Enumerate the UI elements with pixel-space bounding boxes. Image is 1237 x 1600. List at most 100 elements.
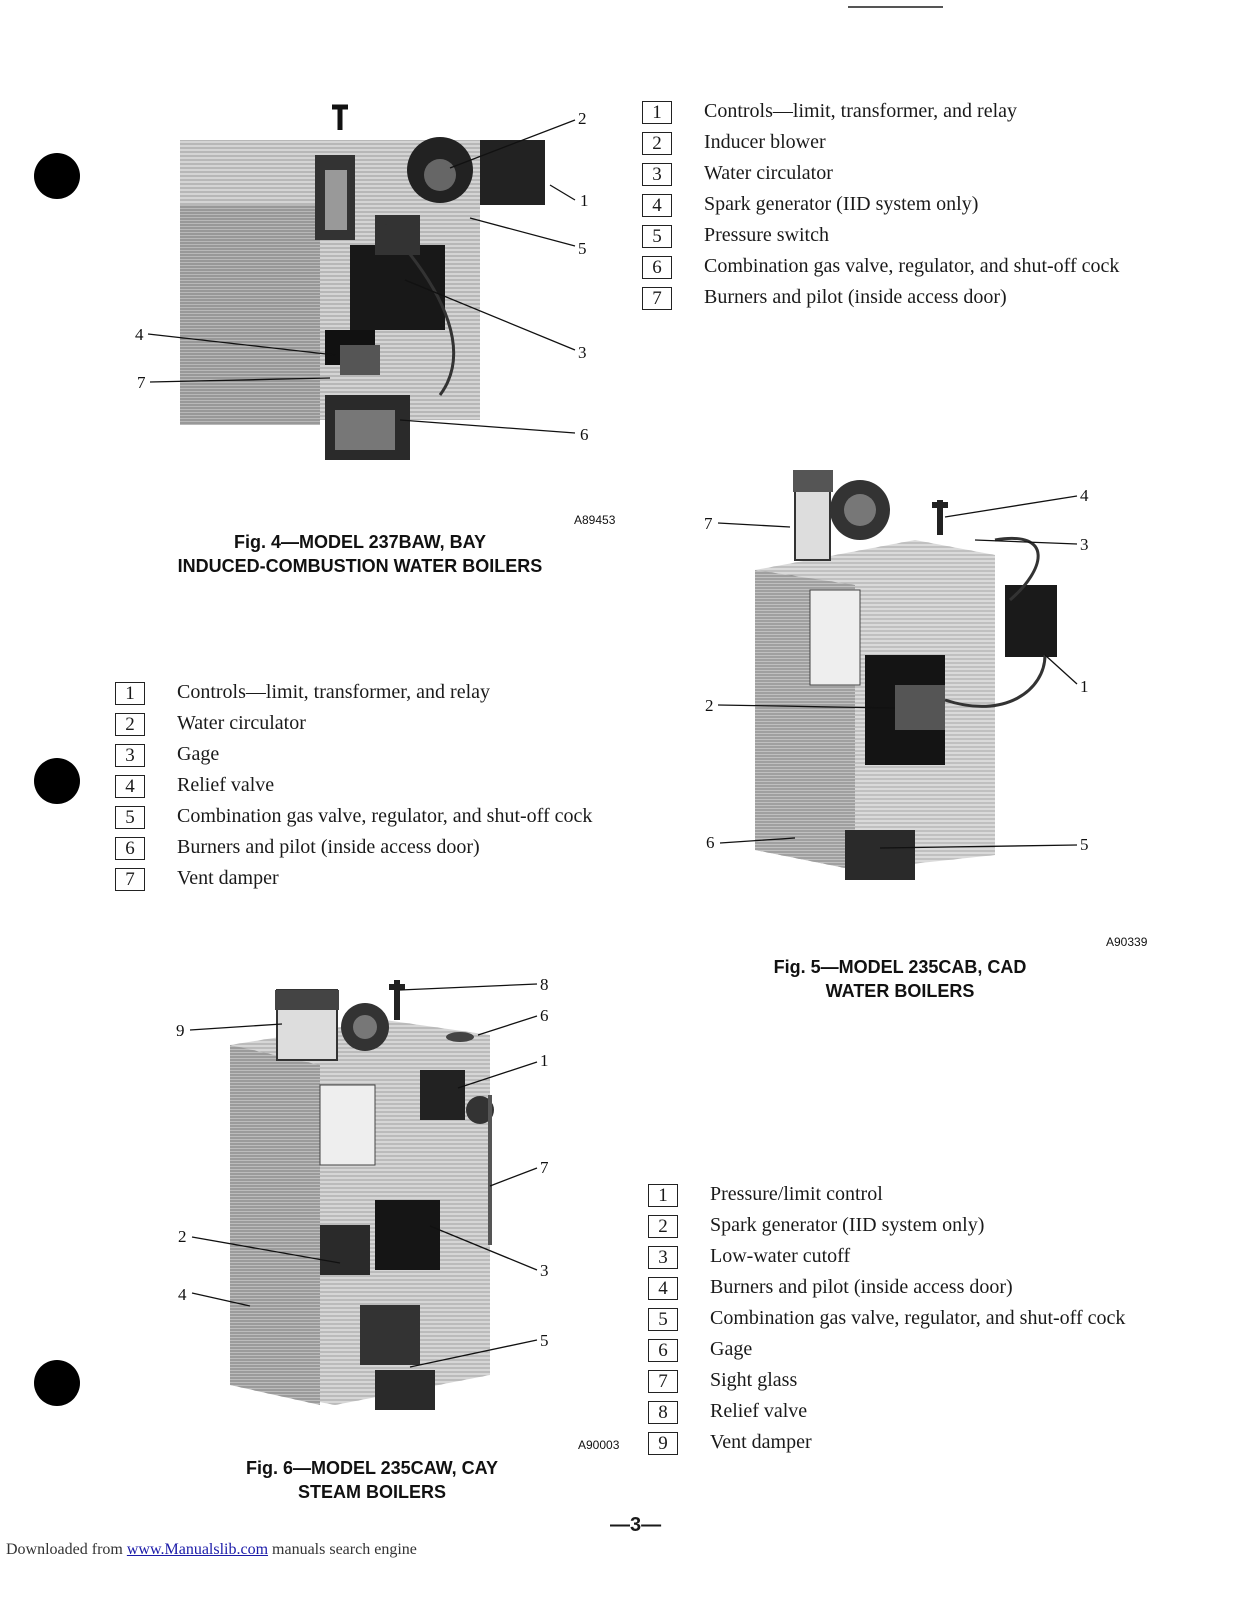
legend-text: Burners and pilot (inside access door) [710, 1276, 1013, 1298]
fig6-callout: 9 [176, 1021, 185, 1040]
fig6-callout: 6 [540, 1006, 549, 1025]
legend-number: 3 [115, 744, 145, 767]
legend-text: Water circulator [177, 712, 306, 734]
fig6-caption-line1: Fig. 6—MODEL 235CAW, CAY [245, 1458, 499, 1478]
fig6-caption: Fig. 6—MODEL 235CAW, CAY STEAM BOILERS [172, 1456, 572, 1504]
fig6-callout: 5 [540, 1331, 549, 1350]
legend-number: 5 [648, 1308, 678, 1331]
fig6-callout: 3 [540, 1261, 549, 1280]
fig4-code: A89453 [574, 513, 616, 527]
fig5-boiler-photo [745, 470, 1065, 910]
legend-number: 8 [648, 1401, 678, 1424]
fig5-code: A90339 [1106, 935, 1148, 949]
legend-row: 5 Combination gas valve, regulator, and s… [648, 1308, 1130, 1331]
fig6-code: A90003 [578, 1438, 620, 1452]
legend-text: Gage [177, 743, 220, 765]
fig4-callout: 5 [578, 239, 587, 258]
legend-text: Inducer blower [704, 131, 826, 153]
footer-suffix: manuals search engine [268, 1541, 417, 1558]
legend-number: 7 [115, 868, 145, 891]
legend-number: 6 [115, 837, 145, 860]
legend-number: 4 [648, 1277, 678, 1300]
legend-number: 7 [648, 1370, 678, 1393]
legend-text: Combination gas valve, regulator, and sh… [710, 1307, 1126, 1329]
legend-text: Relief valve [710, 1400, 808, 1422]
legend-row: 3 Water circulator [642, 163, 1124, 186]
fig6-caption-line2: STEAM BOILERS [297, 1482, 446, 1502]
fig5-callout: 2 [705, 696, 714, 715]
fig6-callout: 7 [540, 1158, 549, 1177]
fig4-callout: 1 [580, 191, 589, 210]
fig4-callout: 7 [137, 373, 146, 392]
legend-row: 7 Vent damper [115, 868, 597, 891]
fig6-callout: 2 [178, 1227, 187, 1246]
legend-row: 6 Combination gas valve, regulator, and s… [642, 256, 1124, 279]
legend-number: 2 [648, 1215, 678, 1238]
legend-number: 1 [115, 682, 145, 705]
fig5-callout: 4 [1080, 486, 1089, 505]
fig5-caption: Fig. 5—MODEL 235CAB, CAD WATER BOILERS [700, 955, 1100, 1003]
fig6-boiler-photo [225, 975, 515, 1420]
legend-text: Vent damper [710, 1431, 812, 1453]
legend-number: 5 [642, 225, 672, 248]
legend-text: Vent damper [177, 867, 279, 889]
legend-text: Water circulator [704, 162, 833, 184]
legend-number: 6 [642, 256, 672, 279]
fig5-callout: 3 [1080, 535, 1089, 554]
binder-hole-bottom [34, 1360, 80, 1406]
legend-number: 6 [648, 1339, 678, 1362]
fig4-callout: 2 [578, 109, 587, 128]
legend-row: 2 Spark generator (IID system only) [648, 1215, 1130, 1238]
legend-text: Combination gas valve, regulator, and sh… [177, 805, 593, 827]
fig4-caption-line1: Fig. 4—MODEL 237BAW, BAY [233, 532, 487, 552]
fig6-callout: 4 [178, 1285, 187, 1304]
binder-hole-middle [34, 758, 80, 804]
legend-text: Gage [710, 1338, 753, 1360]
fig5-callout: 1 [1080, 677, 1089, 696]
legend-text: Burners and pilot (inside access door) [177, 836, 480, 858]
legend-number: 3 [642, 163, 672, 186]
legend-number: 4 [642, 194, 672, 217]
fig4-boiler-photo [150, 95, 600, 485]
fig5-caption-line2: WATER BOILERS [825, 981, 975, 1001]
footer: Downloaded from www.Manualslib.com manua… [6, 1541, 417, 1559]
legend-text: Spark generator (IID system only) [710, 1214, 985, 1236]
legend-row: 6 Gage [648, 1339, 1130, 1362]
legend-number: 3 [648, 1246, 678, 1269]
legend-text: Combination gas valve, regulator, and sh… [704, 255, 1120, 277]
legend-text: Low-water cutoff [710, 1245, 851, 1267]
legend-row: 4 Burners and pilot (inside access door) [648, 1277, 1130, 1300]
legend-row: 2 Inducer blower [642, 132, 1124, 155]
top-rule [848, 6, 943, 8]
fig6-callout: 1 [540, 1051, 549, 1070]
legend-text: Relief valve [177, 774, 275, 796]
legend-number: 1 [648, 1184, 678, 1207]
legend-row: 6 Burners and pilot (inside access door) [115, 837, 597, 860]
fig4-callout: 4 [135, 325, 144, 344]
legend-text: Burners and pilot (inside access door) [704, 286, 1007, 308]
legend-number: 5 [115, 806, 145, 829]
manualslib-link[interactable]: www.Manualslib.com [126, 1541, 269, 1558]
legend-text: Sight glass [710, 1369, 798, 1391]
fig5-callout: 5 [1080, 835, 1089, 854]
legend-row: 1 Controls—limit, transformer, and relay [115, 682, 597, 705]
legend-row: 5 Combination gas valve, regulator, and s… [115, 806, 597, 829]
legend-text: Pressure/limit control [710, 1183, 883, 1205]
page-number: —3— [610, 1514, 662, 1536]
fig6-legend: 1 Pressure/limit control 2 Spark generator… [648, 1184, 1130, 1463]
legend-number: 1 [642, 101, 672, 124]
fig4-callout: 6 [580, 425, 589, 444]
legend-row: 8 Relief valve [648, 1401, 1130, 1424]
legend-text: Controls—limit, transformer, and relay [177, 681, 491, 703]
legend-number: 2 [642, 132, 672, 155]
